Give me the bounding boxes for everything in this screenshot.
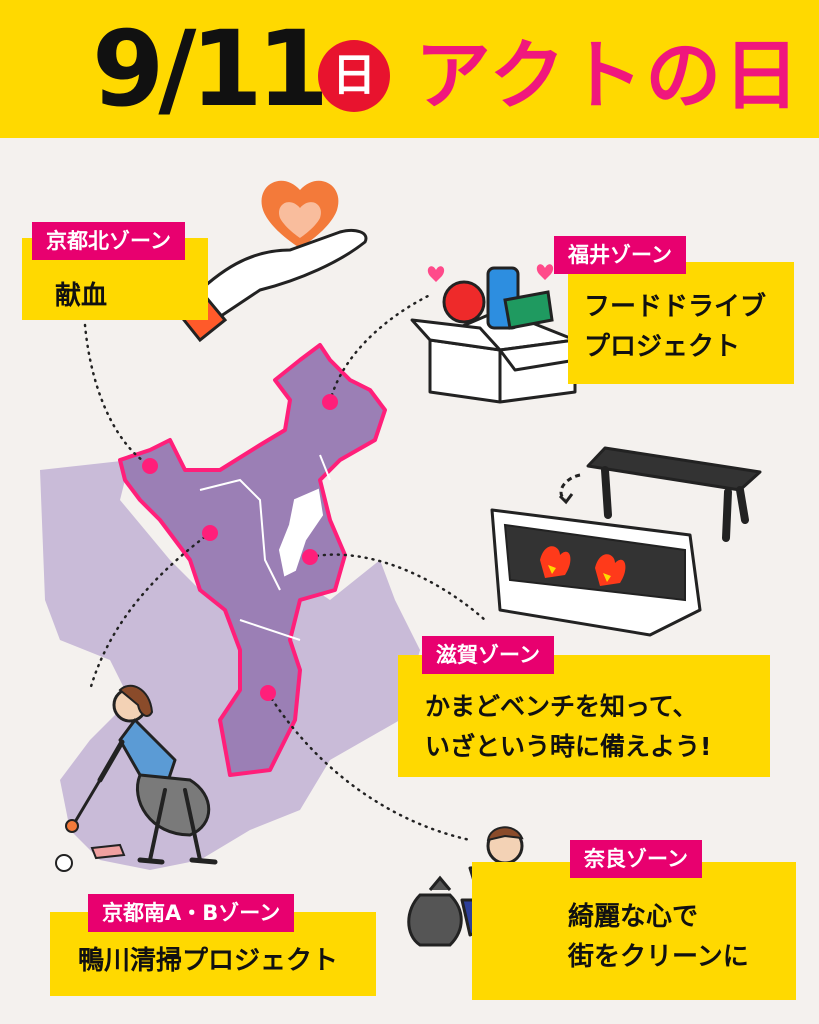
food-box-icon — [410, 264, 590, 404]
nara-box — [472, 862, 796, 1000]
nara-activity-line1: 綺麗な心で — [568, 902, 699, 932]
kyoto-south-tag: 京都南A・Bゾーン — [88, 894, 295, 932]
fukui-tag: 福井ゾーン — [554, 236, 686, 274]
kyoto-north-tag: 京都北ゾーン — [32, 222, 185, 260]
leader-lines — [83, 293, 487, 842]
shiga-tag: 滋賀ゾーン — [422, 636, 554, 674]
kamado-bench-icon — [490, 446, 762, 637]
shiga-activity-line1: かまどベンチを知って、 — [425, 692, 698, 721]
header-banner: 9/11 日 アクトの日 — [0, 0, 819, 138]
nara-tag: 奈良ゾーン — [570, 840, 702, 878]
kyoto-north-activity: 献血 — [55, 281, 108, 311]
zone-map — [118, 343, 387, 777]
map-pins — [142, 394, 338, 701]
event-date: 9/11 — [92, 8, 329, 130]
lake-biwa — [278, 488, 324, 577]
fukui-activity-line2: プロジェクト — [584, 332, 741, 362]
fukui-box — [568, 262, 794, 384]
zone-borders — [199, 454, 331, 641]
day-of-week-badge: 日 — [318, 40, 390, 112]
shiga-activity-line2: いざという時に備えよう! — [425, 732, 712, 761]
kyoto-south-activity: 鴨川清掃プロジェクト — [78, 946, 339, 976]
cleaning-woman-icon — [55, 684, 218, 872]
fukui-activity-line1: フードドライブ — [584, 292, 767, 322]
event-title: アクトの日 — [415, 31, 802, 120]
nara-activity-line2: 街をクリーンに — [568, 942, 749, 972]
shiga-box — [398, 655, 770, 777]
